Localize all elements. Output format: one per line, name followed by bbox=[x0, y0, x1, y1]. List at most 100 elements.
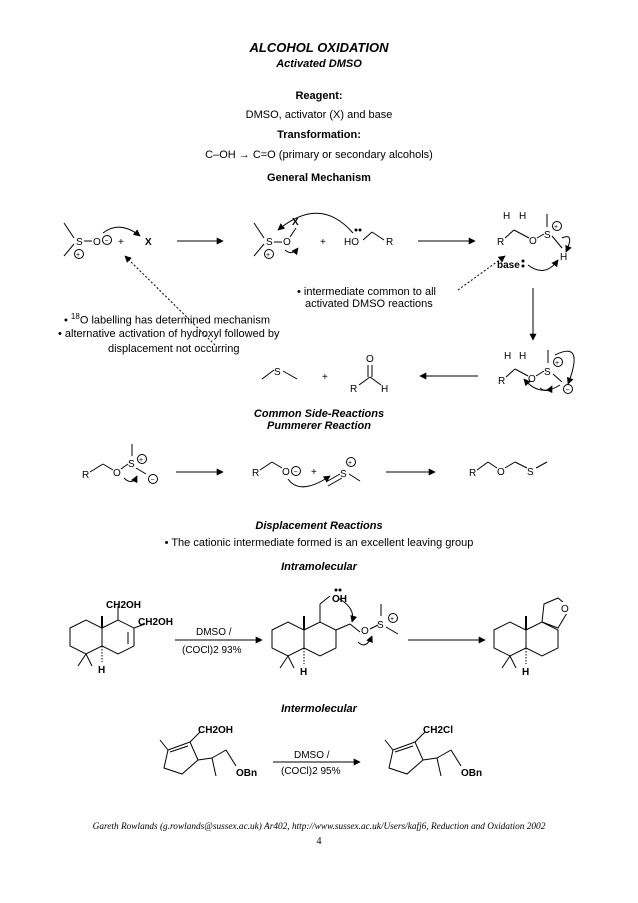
svg-text:H: H bbox=[504, 351, 511, 362]
pummerer-intermediate: R O − + S + bbox=[252, 457, 361, 488]
inter-sm-substituent: CH2OH bbox=[198, 725, 233, 736]
svg-text:S: S bbox=[340, 469, 347, 480]
base-label: base bbox=[497, 260, 520, 271]
page-number: 4 bbox=[316, 836, 322, 847]
svg-text:R: R bbox=[252, 468, 259, 479]
svg-text:H: H bbox=[503, 211, 510, 222]
reagent-text: DMSO, activator (X) and base bbox=[245, 109, 393, 121]
sulfonium-intermediate: R H H O S + H base bbox=[497, 211, 572, 271]
svg-text:+: + bbox=[554, 224, 558, 231]
svg-text:H: H bbox=[522, 667, 529, 678]
general-mechanism-scheme: S O + − + X S O X + + HO R R H bbox=[63, 211, 575, 395]
product-ether-o: O bbox=[561, 604, 569, 615]
svg-text:−: − bbox=[566, 387, 570, 394]
svg-text:S: S bbox=[377, 620, 384, 631]
intramolecular-heading: Intramolecular bbox=[281, 561, 357, 573]
svg-text:S: S bbox=[544, 230, 551, 241]
dmso-positive-charge: + bbox=[76, 252, 80, 259]
plus-sign-1: + bbox=[118, 237, 124, 248]
displacement-heading: Displacement Reactions bbox=[255, 520, 383, 532]
displacement-text: • The cationic intermediate formed is an… bbox=[164, 537, 474, 549]
intramolecular-intermediate bbox=[271, 595, 399, 669]
dotted-arrow-intermediate bbox=[457, 255, 506, 291]
activated-dmso: S O X + bbox=[253, 212, 354, 259]
note-labelling: • 18O labelling has determined mechanism bbox=[64, 312, 270, 327]
dotted-arrow-labelling bbox=[124, 255, 216, 346]
intermolecular-reagent-2: (COCl)2 95% bbox=[281, 766, 341, 777]
svg-text:R: R bbox=[469, 468, 476, 479]
svg-text:H: H bbox=[381, 384, 388, 395]
activator-x: X bbox=[145, 237, 152, 248]
transformation-heading: Transformation: bbox=[277, 129, 361, 141]
dmso-o: O bbox=[93, 237, 101, 248]
svg-text:+: + bbox=[348, 460, 352, 467]
svg-text:O: O bbox=[283, 237, 291, 248]
intermolecular-product bbox=[384, 731, 462, 777]
intramolecular-starting-material bbox=[69, 606, 146, 667]
alcohol-molecule: HO R bbox=[344, 228, 393, 248]
svg-text:H: H bbox=[519, 351, 526, 362]
svg-text:O: O bbox=[529, 236, 537, 247]
inter-pr-substituent: CH2Cl bbox=[423, 725, 453, 736]
svg-text:+: + bbox=[311, 467, 317, 478]
svg-text:H: H bbox=[300, 667, 307, 678]
svg-text:O: O bbox=[282, 467, 290, 478]
inter-pr-obn: OBn bbox=[461, 768, 482, 779]
page-title: ALCOHOL OXIDATION bbox=[249, 40, 389, 55]
svg-text:O: O bbox=[113, 468, 121, 479]
reagent-heading: Reagent: bbox=[295, 90, 343, 102]
intermolecular-scheme: CH2OH OBn DMSO / (COCl)2 95% CH2Cl OBn bbox=[159, 725, 482, 779]
svg-text:R: R bbox=[497, 237, 504, 248]
pummerer-product: R O S bbox=[469, 461, 548, 479]
svg-text:O: O bbox=[528, 374, 536, 385]
svg-text:X: X bbox=[292, 217, 299, 228]
pummerer-scheme: R O S + − R O − + S + R O bbox=[82, 444, 548, 488]
svg-text:O: O bbox=[497, 467, 505, 478]
side-reactions-heading: Common Side-Reactions bbox=[253, 408, 385, 420]
carbonyl-product: O R H bbox=[350, 354, 388, 395]
plus-sign-2: + bbox=[320, 237, 326, 248]
inter-sm-obn: OBn bbox=[236, 768, 257, 779]
sm-substituent-1: CH2OH bbox=[106, 600, 141, 611]
intramolecular-scheme: CH2OH CH2OH H DMSO / (COCl)2 93% OH O S … bbox=[69, 588, 572, 678]
svg-text:+: + bbox=[266, 252, 270, 259]
svg-text:R: R bbox=[82, 470, 89, 481]
intermolecular-starting-material bbox=[159, 731, 237, 777]
general-mechanism-heading: General Mechanism bbox=[267, 172, 371, 184]
dmso-s: S bbox=[76, 237, 83, 248]
intermediate-oh: OH bbox=[332, 594, 347, 605]
ylide-intermediate: R H H O S + − bbox=[498, 350, 575, 394]
svg-text:−: − bbox=[294, 469, 298, 476]
svg-text:HO: HO bbox=[344, 237, 359, 248]
intermolecular-reagent-1: DMSO / bbox=[294, 750, 330, 761]
dimethyl-sulfide: S bbox=[261, 367, 298, 380]
svg-text:S: S bbox=[274, 367, 281, 378]
intramolecular-reagent-1: DMSO / bbox=[196, 627, 232, 638]
pummerer-ylide: R O S + − bbox=[82, 444, 158, 484]
svg-text:S: S bbox=[128, 459, 135, 470]
svg-text:S: S bbox=[544, 367, 551, 378]
intramolecular-product bbox=[493, 597, 571, 669]
plus-sign-3: + bbox=[322, 372, 328, 383]
note-intermediate: • intermediate common to all activated D… bbox=[297, 286, 436, 310]
note-alternative: • alternative activation of hydroxyl fol… bbox=[58, 328, 280, 355]
pummerer-heading: Pummerer Reaction bbox=[267, 420, 371, 432]
sm-substituent-2: CH2OH bbox=[138, 617, 173, 628]
dmso-negative-charge: − bbox=[105, 238, 109, 245]
sm-h: H bbox=[98, 665, 105, 676]
svg-text:R: R bbox=[386, 237, 393, 248]
svg-text:H: H bbox=[560, 252, 567, 263]
svg-text:O: O bbox=[361, 626, 369, 637]
svg-text:R: R bbox=[498, 376, 505, 387]
dmso-molecule: S O + − bbox=[63, 222, 141, 259]
svg-text:O: O bbox=[366, 354, 374, 365]
svg-text:+: + bbox=[555, 360, 559, 367]
svg-text:−: − bbox=[151, 477, 155, 484]
intramolecular-reagent-2: (COCl)2 93% bbox=[182, 645, 242, 656]
page-subtitle: Activated DMSO bbox=[276, 58, 362, 70]
svg-text:S: S bbox=[266, 237, 273, 248]
svg-text:+: + bbox=[139, 457, 143, 464]
svg-text:H: H bbox=[519, 211, 526, 222]
svg-text:+: + bbox=[390, 616, 394, 623]
transformation-text: C–OH → C=O (primary or secondary alcohol… bbox=[205, 149, 433, 161]
